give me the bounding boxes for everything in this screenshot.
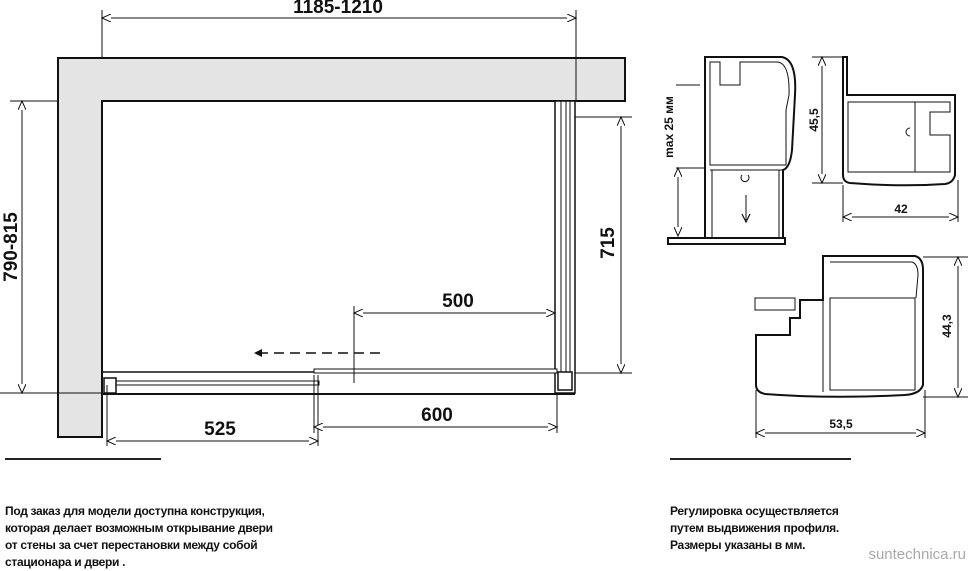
- side-panel-label: 715: [598, 227, 619, 259]
- profile-a-width-label: 42: [894, 202, 908, 216]
- adjust-label: max 25 мм: [662, 96, 676, 158]
- note-line: которая делает возможным открывание двер…: [5, 521, 273, 535]
- depth-dimension: 790-815: [0, 101, 102, 393]
- note-line: стационара и двери .: [5, 555, 126, 569]
- note-line: Размеры указаны в мм.: [670, 538, 806, 552]
- divider-right: [670, 458, 851, 460]
- slide-direction-arrow-icon: [254, 349, 380, 357]
- door-dimension: 600: [314, 375, 557, 433]
- note-left: Под заказ для модели доступна конструкци…: [5, 503, 273, 571]
- door-label: 600: [421, 405, 453, 426]
- note-line: Регулировка осуществляется: [670, 504, 839, 518]
- profile-b-height-label: 44,3: [940, 314, 954, 338]
- front-panels: [102, 368, 575, 395]
- opening-label: 500: [442, 291, 474, 312]
- fixed-panel-label: 525: [204, 419, 236, 440]
- opening-dimension: 500: [354, 291, 555, 383]
- note-line: Под заказ для модели доступна конструкци…: [5, 504, 265, 518]
- divider-left: [5, 458, 161, 460]
- fixed-panel: [105, 380, 320, 386]
- wall-profile-adjustable: max 25 мм: [662, 56, 797, 245]
- wall-profile-a: 45,5 42: [807, 56, 958, 222]
- note-line: путем выдвижения профиля.: [670, 521, 839, 535]
- note-right: Регулировка осуществляется путем выдвиже…: [670, 503, 839, 554]
- side-panel-dimension: 715: [575, 117, 632, 373]
- depth-label: 790-815: [1, 212, 22, 282]
- side-panel: [554, 100, 576, 394]
- width-dimension: 1185-1210: [102, 0, 576, 101]
- profile-a-height-label: 45,5: [807, 108, 821, 132]
- profile-b-width-label: 53,5: [829, 417, 853, 431]
- wall: [57, 57, 626, 438]
- width-label: 1185-1210: [293, 0, 383, 18]
- note-line: от стены за счет перестановки между собо…: [5, 538, 258, 552]
- fixed-panel-dimension: 525: [107, 375, 318, 446]
- door-profile-b: 44,3 53,5: [754, 255, 968, 438]
- sliding-door: [313, 368, 558, 374]
- watermark: suntechnica.ru: [868, 546, 966, 563]
